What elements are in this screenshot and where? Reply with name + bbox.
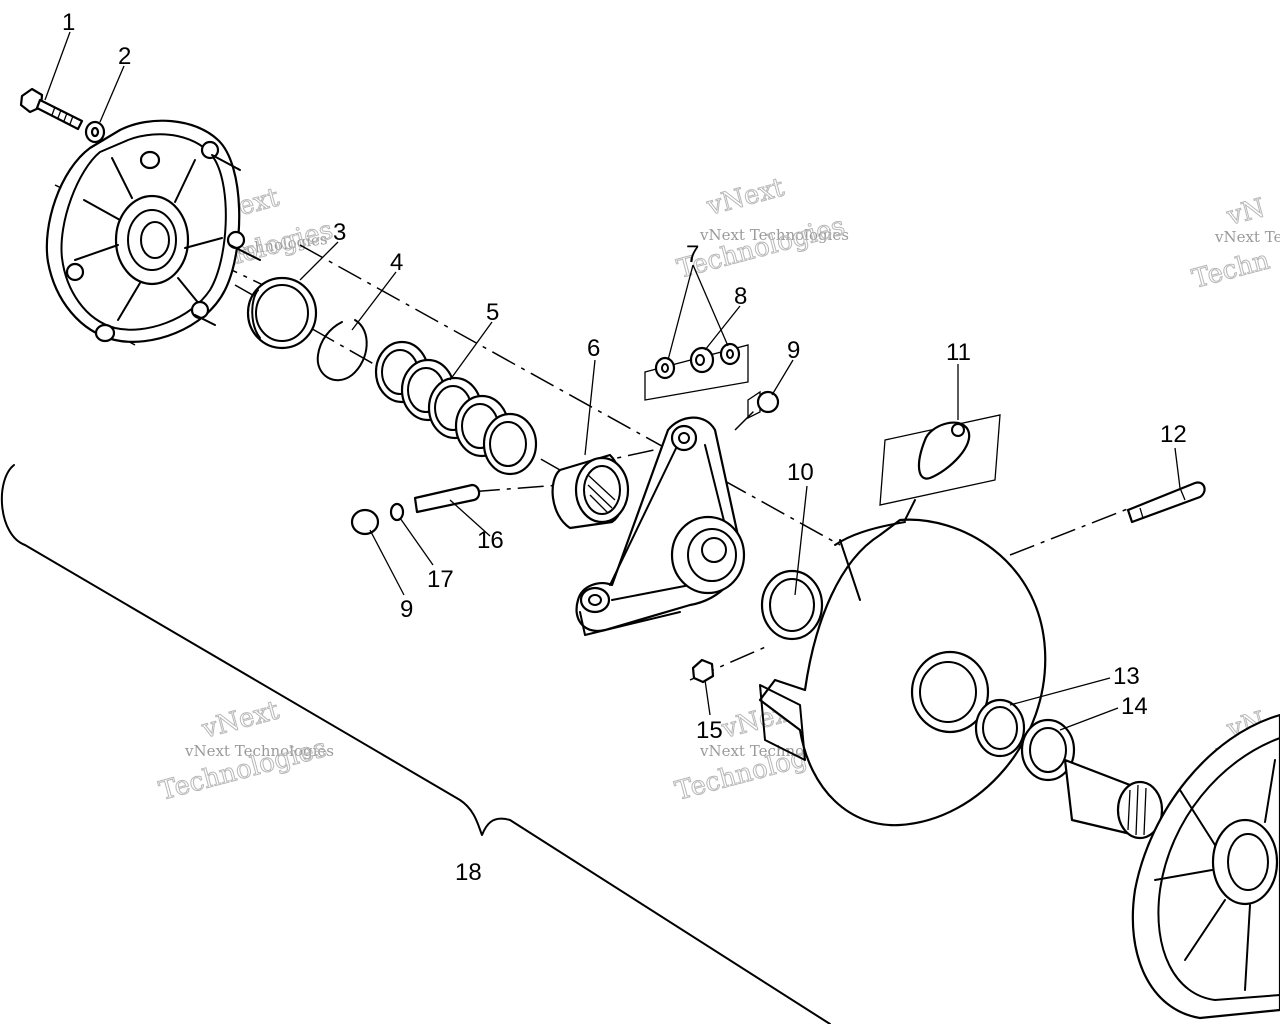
bolt — [19, 87, 84, 131]
roller — [551, 453, 630, 530]
callout-1: 1 — [62, 9, 75, 36]
callout-17: 17 — [427, 566, 454, 593]
pin — [1126, 481, 1206, 524]
callout-14: 14 — [1121, 693, 1148, 720]
callout-13: 13 — [1113, 663, 1140, 690]
callout-4: 4 — [390, 249, 403, 276]
spider-arm — [575, 416, 746, 636]
callout-12: 12 — [1160, 421, 1187, 448]
watermark-vnext: vNext — [703, 172, 788, 222]
watermark-technologies: Techn — [1189, 245, 1273, 294]
callout-6: 6 — [587, 335, 600, 362]
button-shoe — [879, 414, 1001, 506]
watermark-text: vNext Technologies — [184, 742, 334, 760]
callout-5: 5 — [486, 299, 499, 326]
callout-9-upper: 9 — [787, 337, 800, 364]
moveable-sheave — [758, 499, 1047, 827]
fixed-sheave — [1063, 713, 1280, 1020]
leader-lines — [44, 31, 1181, 731]
assembly-brace — [0, 464, 831, 1024]
spring — [374, 340, 538, 476]
callout-3: 3 — [333, 219, 346, 246]
pin-cap — [747, 390, 780, 420]
clutch-cover — [45, 119, 261, 343]
callout-10: 10 — [787, 459, 814, 486]
callout-8: 8 — [734, 283, 747, 310]
callout-16: 16 — [477, 527, 504, 554]
callout-7: 7 — [686, 241, 699, 268]
bushing — [246, 276, 318, 350]
callout-11: 11 — [946, 339, 971, 366]
pin-assembly — [350, 483, 481, 536]
watermark-vnext: vN — [1223, 193, 1268, 232]
bushings-13-14 — [974, 698, 1076, 782]
snap-ring — [316, 319, 368, 382]
callout-labels: 1 2 3 4 5 6 7 8 9 10 11 12 13 14 15 16 1… — [62, 9, 1187, 886]
washer — [84, 120, 106, 144]
watermark-technologies: Technologies — [674, 211, 848, 285]
callout-15: 15 — [696, 717, 723, 744]
watermark-text: vNext Technologies — [1214, 228, 1280, 246]
nut — [691, 658, 715, 684]
thrust-washer — [760, 569, 824, 641]
callout-2: 2 — [118, 43, 131, 70]
callout-18: 18 — [455, 859, 482, 886]
watermark-text: vNext Technologies — [699, 226, 849, 244]
watermark-vnext: vNext — [198, 695, 283, 745]
washer-set — [644, 342, 749, 401]
callout-9-lower: 9 — [400, 596, 413, 623]
